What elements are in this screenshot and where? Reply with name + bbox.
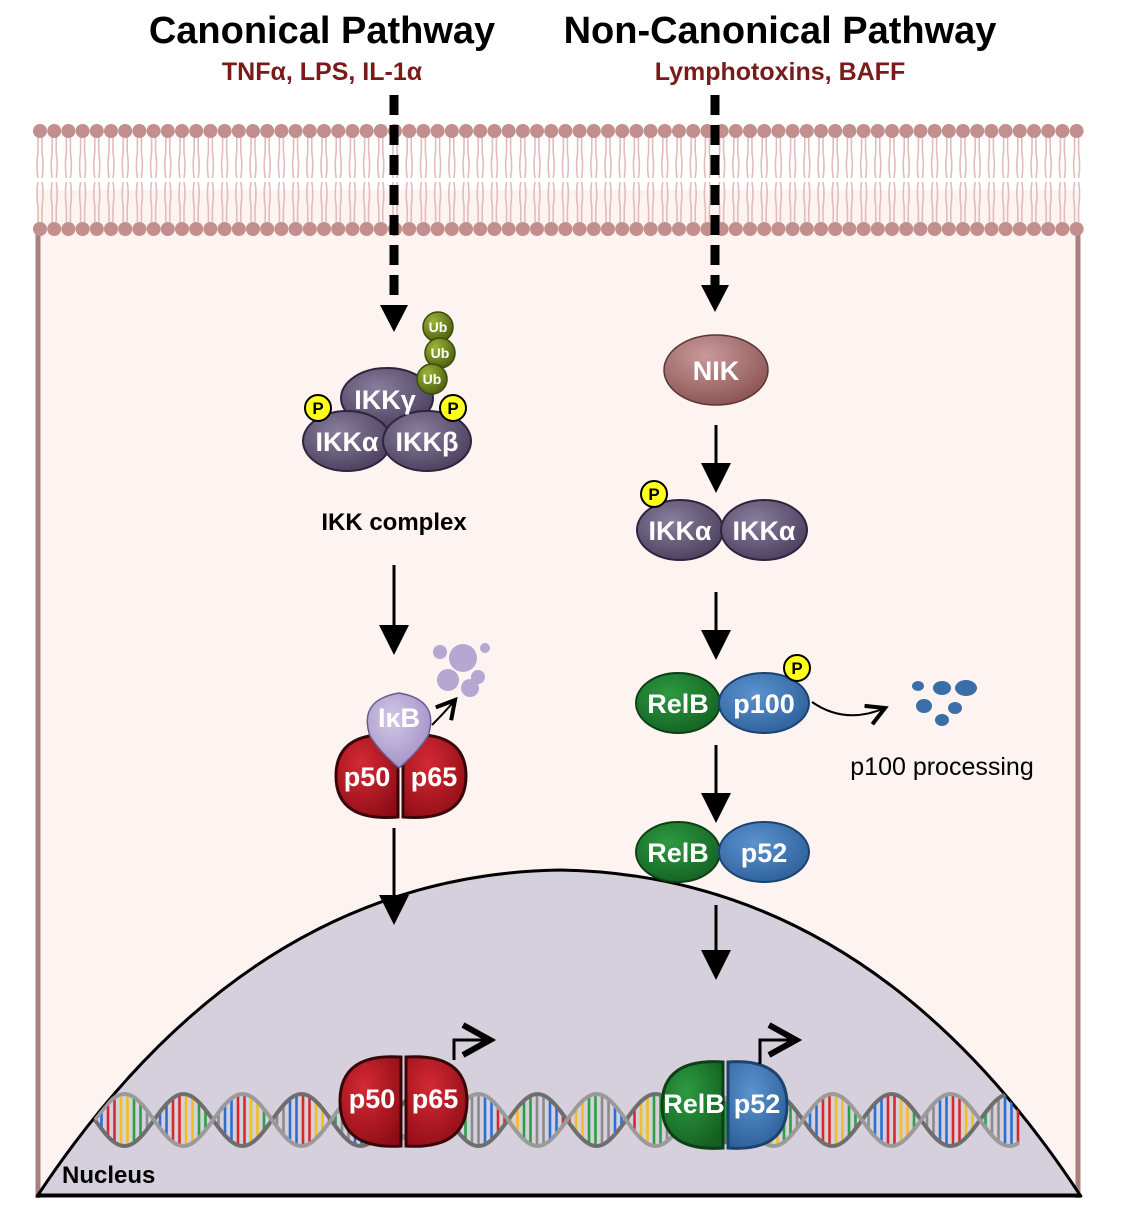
noncanonical-title: Non-Canonical Pathway (564, 10, 997, 52)
transcription-arrow-noncanonical (758, 1040, 796, 1064)
nuclear-relb-p52: RelB p52 (660, 1040, 796, 1150)
ikk-complex-label: IKK complex (321, 509, 467, 536)
ikk-beta-label: IKKβ (396, 427, 459, 457)
ikka-1-label: IKKα (648, 516, 711, 546)
cell-membrane (33, 124, 1084, 236)
p100-processing-label: p100 processing (850, 753, 1033, 781)
p65-nucleus (404, 1055, 469, 1148)
ikk-gamma-label: IKKγ (354, 385, 416, 415)
nucleus (35, 868, 1083, 1197)
p52-cytoplasm-label: p52 (741, 838, 788, 868)
phospho-p100-label: P (791, 659, 802, 678)
p65-cytoplasm-label: p65 (411, 762, 458, 792)
ikk-alpha-label: IKKα (315, 427, 378, 457)
relb-p52-complex: RelB p52 (635, 821, 810, 883)
canonical-stimuli: TNFα, LPS, IL-1α (222, 58, 423, 86)
p50-cytoplasm (334, 733, 400, 819)
relb-p100-complex: RelB p100 P (635, 654, 811, 734)
relb-2-label: RelB (647, 838, 709, 868)
ikka-2 (720, 499, 808, 561)
phospho-ikk-beta (439, 394, 467, 422)
ikk-beta (382, 410, 472, 472)
p50-cytoplasm-label: p50 (344, 762, 391, 792)
ubiquitin-1-label: Ub (429, 319, 448, 335)
p65-cytoplasm (401, 733, 468, 819)
relb-1-label: RelB (647, 689, 709, 719)
p100-processing-arrow (811, 701, 885, 715)
p52-cytoplasm (718, 821, 810, 883)
ikb (366, 692, 432, 769)
p50-nucleus (338, 1055, 403, 1148)
p100-label: p100 (733, 689, 795, 719)
phospho-ikk-beta-label: P (447, 399, 458, 418)
p100 (718, 672, 810, 734)
ikk-complex: IKKγ IKKα IKKβ Ub Ub Ub P P (302, 311, 472, 472)
degraded-ikb-fragments (433, 643, 490, 697)
p52-nucleus (726, 1060, 789, 1150)
canonical-signal-arrowhead (380, 305, 408, 332)
phospho-ikka-label: P (648, 485, 659, 504)
ubiquitin-3 (416, 363, 448, 395)
relb-nucleus (660, 1060, 725, 1150)
degraded-p100-fragments (912, 680, 977, 726)
phospho-ikk-alpha-label: P (312, 399, 323, 418)
phospho-ikka (640, 480, 668, 508)
nuclear-p50-p65: p50 p65 (338, 1040, 490, 1148)
canonical-title: Canonical Pathway (149, 10, 495, 52)
p52-nucleus-label: p52 (734, 1089, 781, 1119)
ubiquitin-3-label: Ub (423, 371, 442, 387)
phospho-p100 (783, 654, 811, 682)
nucleus-label: Nucleus (62, 1162, 155, 1189)
ubiquitin-2-label: Ub (431, 345, 450, 361)
p50-nucleus-label: p50 (349, 1084, 396, 1114)
nik-body (663, 334, 769, 406)
ikb-release-arrow (431, 700, 455, 726)
noncanonical-signal-arrowhead (701, 285, 729, 312)
transcription-arrow-canonical (452, 1040, 490, 1060)
relb-nucleus-label: RelB (663, 1089, 725, 1119)
ikka-2-label: IKKα (732, 516, 795, 546)
nik: NIK (663, 334, 769, 406)
nik-label: NIK (693, 356, 740, 386)
p65-nucleus-label: p65 (412, 1084, 459, 1114)
ikb-label: IκB (378, 703, 420, 733)
ikka-dimer: IKKα IKKα P (636, 480, 808, 561)
phospho-ikk-alpha (304, 394, 332, 422)
ikb-p50-p65-complex: p50 p65 IκB (334, 692, 468, 819)
noncanonical-stimuli: Lymphotoxins, BAFF (655, 58, 905, 86)
